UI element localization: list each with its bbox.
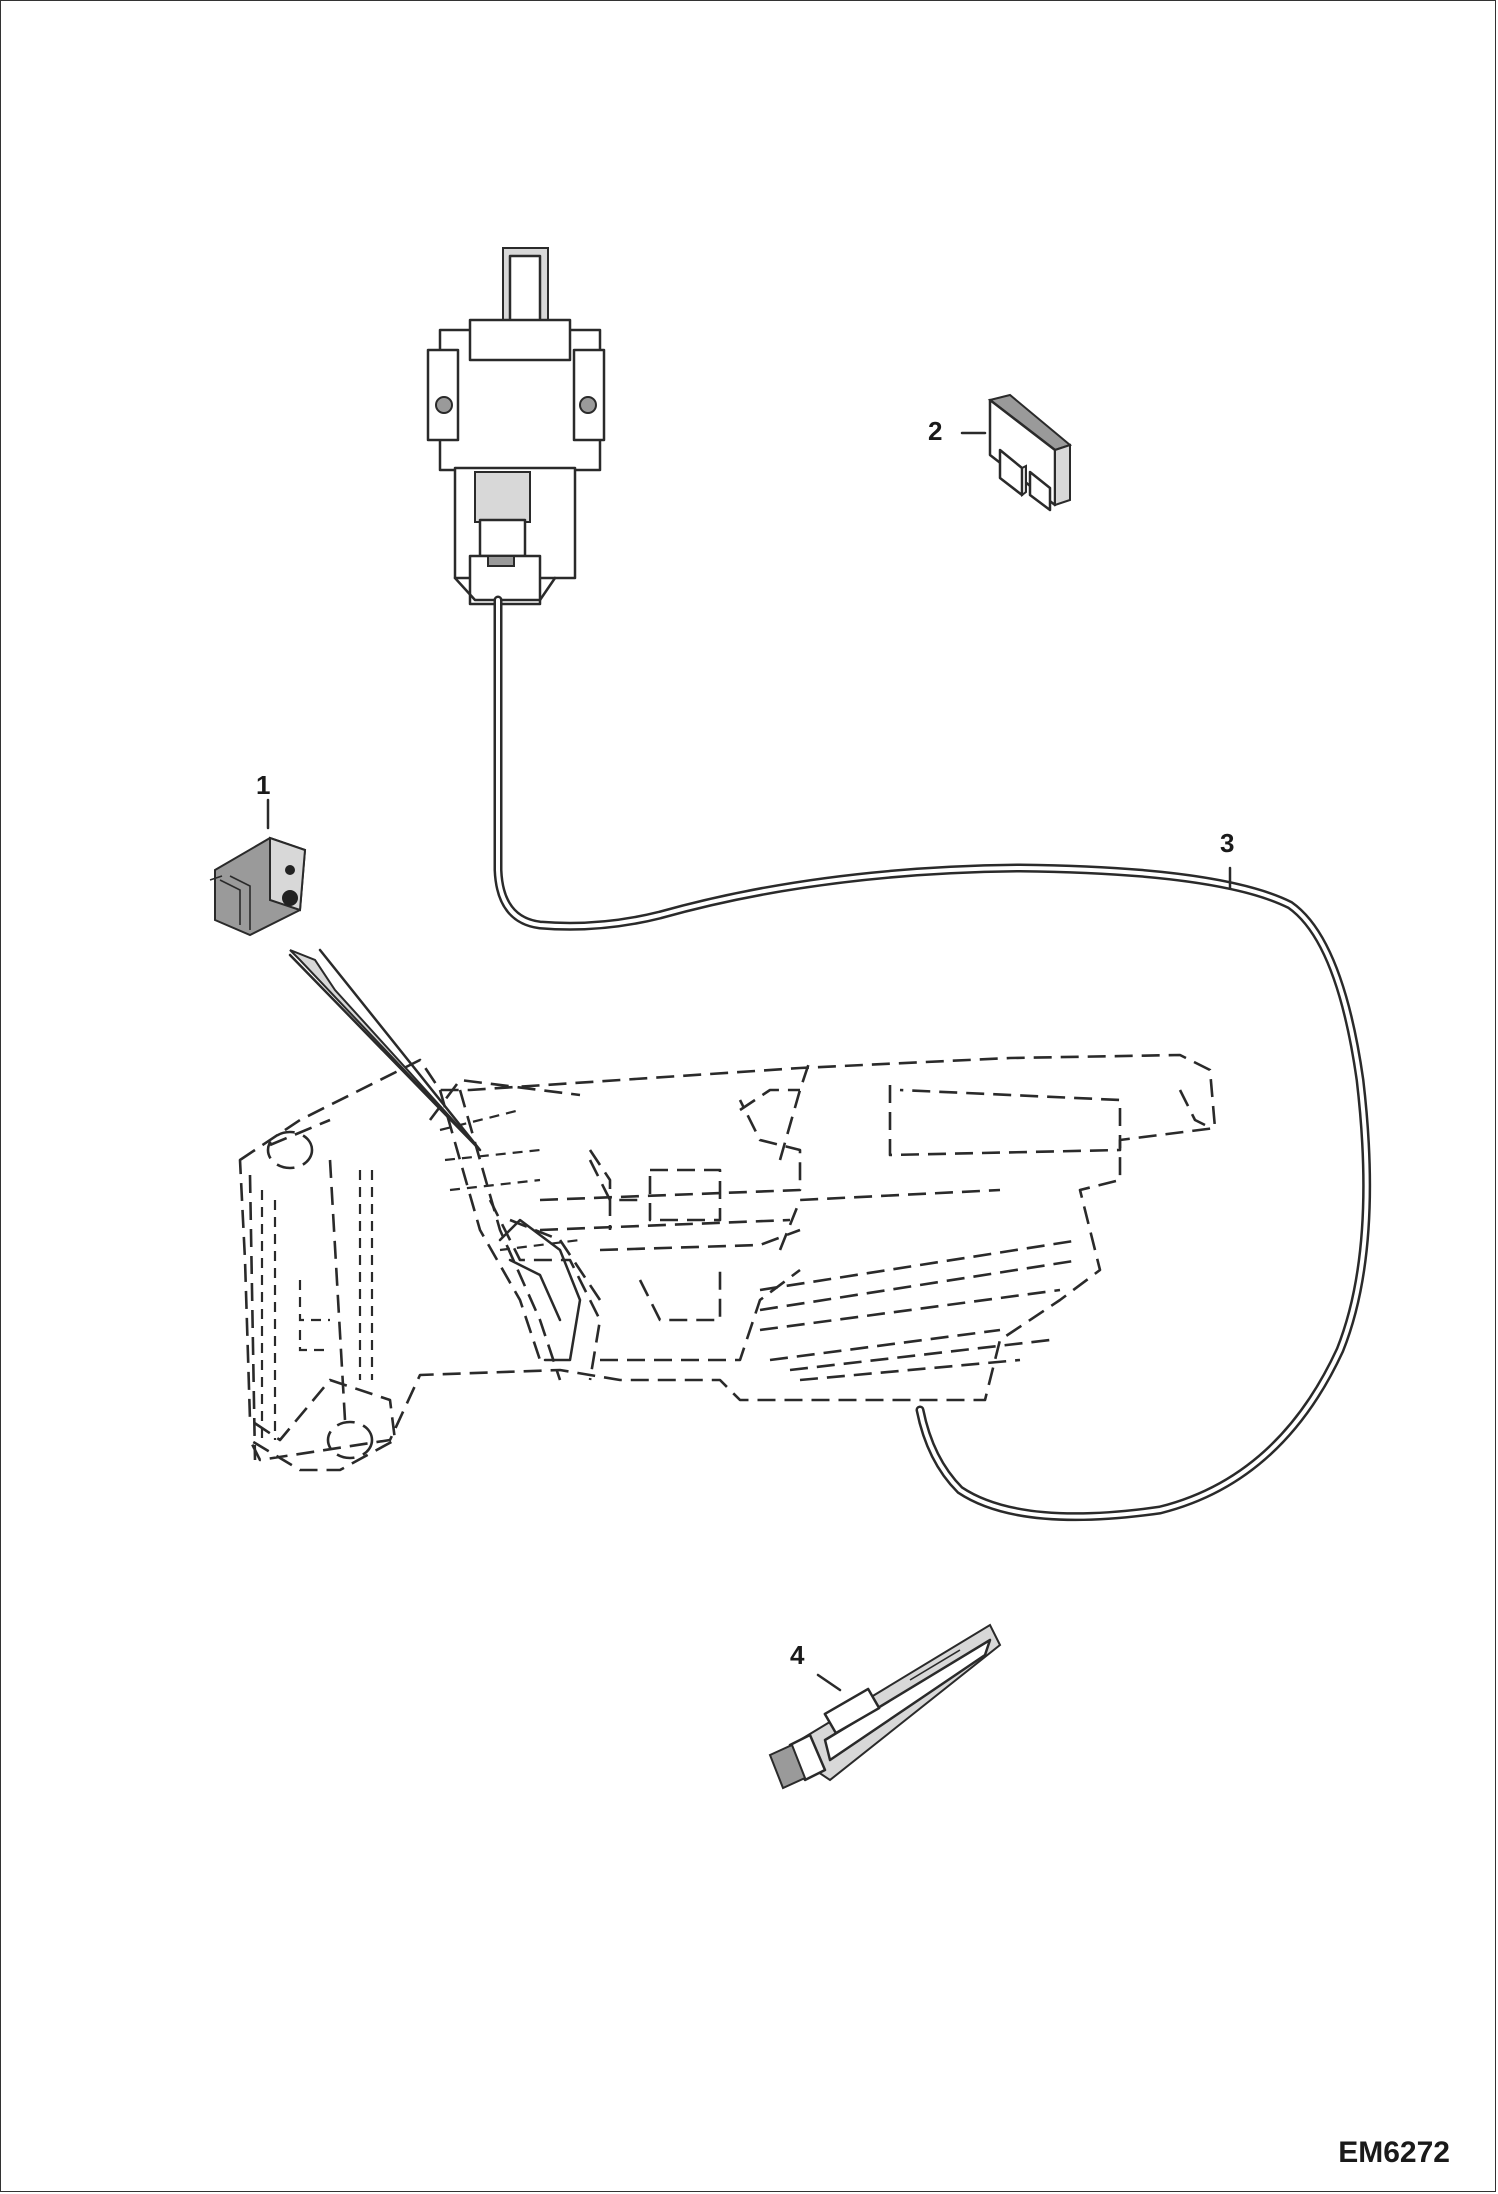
switch-mounting-bracket [498,1218,582,1362]
callout-3-label: 3 [1220,828,1235,858]
installation-arrow [288,948,482,1152]
callout-1-label: 1 [256,770,271,800]
blade-fuse-icon [987,393,1073,512]
rocker-switch-icon [209,836,307,937]
relay-actuator-icon [426,247,606,606]
document-code: EM6272 [1338,2136,1450,2169]
frame-panel-outline [238,1053,1217,1472]
callout-4-label: 4 [790,1640,805,1670]
wire-harness-icon [493,595,1372,1522]
grease-tube-icon [768,1623,1002,1790]
callout-2-label: 2 [928,416,943,446]
callout-leaders [266,431,1232,1692]
